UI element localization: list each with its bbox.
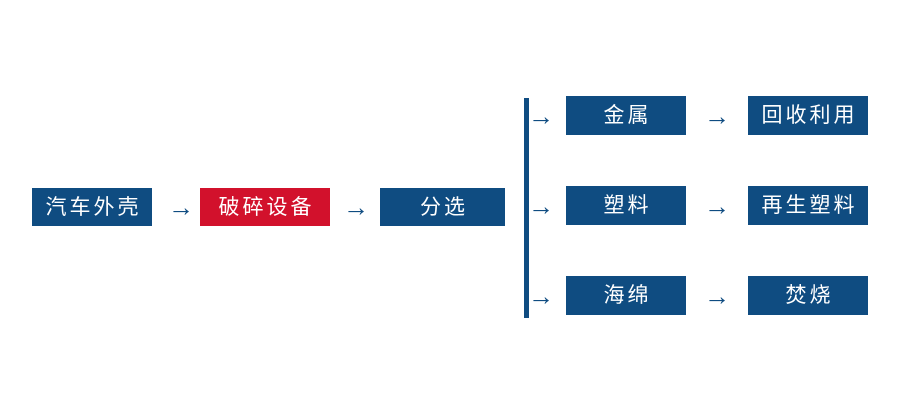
node-metal[interactable]: 金属: [566, 96, 686, 135]
branch-arrow-icon-sponge: →: [528, 280, 554, 311]
arrow-icon-plastic-to-recycled-plastic: →: [704, 190, 730, 221]
arrow-icon-crusher-to-sorting: →: [343, 192, 369, 222]
branch-arrow-icon-plastic: →: [528, 190, 554, 221]
node-crushing-equipment[interactable]: 破碎设备: [200, 188, 330, 226]
arrow-icon-shell-to-crusher: →: [168, 192, 194, 222]
node-incineration[interactable]: 焚烧: [748, 276, 868, 315]
arrow-icon-sponge-to-incineration: →: [704, 280, 730, 311]
node-recycled-plastic[interactable]: 再生塑料: [748, 186, 868, 225]
node-car-shell[interactable]: 汽车外壳: [32, 188, 152, 226]
arrow-icon-metal-to-recycle: →: [704, 100, 730, 131]
branch-arrow-icon-metal: →: [528, 100, 554, 131]
node-sponge[interactable]: 海绵: [566, 276, 686, 315]
vertical-branch-connector: [524, 98, 529, 318]
node-recycle-reuse[interactable]: 回收利用: [748, 96, 868, 135]
node-sorting[interactable]: 分选: [380, 188, 505, 226]
node-plastic[interactable]: 塑料: [566, 186, 686, 225]
